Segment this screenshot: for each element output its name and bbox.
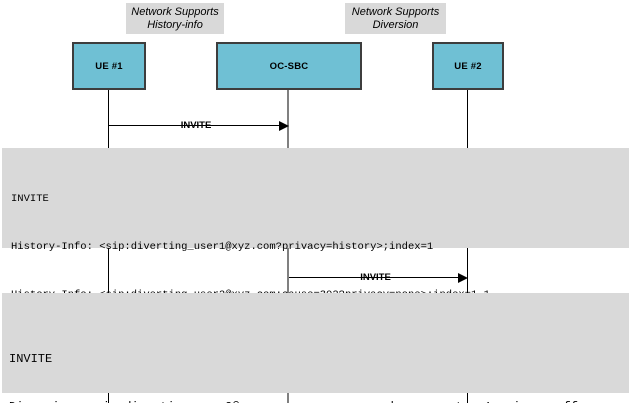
sip-message-box-history-info: INVITE History-Info: <sip:diverting_user… [2, 148, 629, 349]
actor-box-ocsbc: OC-SBC [216, 42, 362, 90]
actor-label: UE #1 [95, 60, 123, 72]
sip-message-box-diversion: INVITE Diversion: <sip:diverting_user2@x… [2, 293, 629, 403]
message-arrow-invite-2: INVITE [289, 271, 468, 285]
annotation-network-supports-diversion: Network Supports Diversion [345, 3, 446, 34]
message-label: INVITE [180, 120, 212, 131]
arrow-shaft [289, 277, 461, 278]
arrowhead-right-icon [458, 272, 468, 283]
annotation-line: Network Supports [351, 5, 440, 18]
annotation-network-supports-history-info: Network Supports History-info [126, 3, 224, 34]
actor-box-ue1: UE #1 [72, 42, 146, 90]
message-label: INVITE [360, 272, 391, 283]
arrow-shaft [109, 125, 282, 126]
annotation-line: Diversion [372, 18, 419, 31]
message-arrow-invite-1: INVITE [109, 119, 289, 133]
arrowhead-right-icon [279, 120, 289, 131]
sip-line: Diversion: <sip:diverting_user2@xyz.com>… [9, 399, 629, 403]
sip-line: History-Info: <sip:diverting_user1@xyz.c… [11, 241, 434, 253]
sip-line: INVITE [11, 193, 49, 205]
annotation-line: Network Supports [131, 5, 219, 18]
actor-label: UE #2 [454, 60, 482, 72]
actor-label: OC-SBC [269, 60, 309, 72]
actor-box-ue2: UE #2 [432, 42, 504, 90]
annotation-line: History-info [147, 18, 203, 31]
sip-line: INVITE [9, 352, 53, 366]
